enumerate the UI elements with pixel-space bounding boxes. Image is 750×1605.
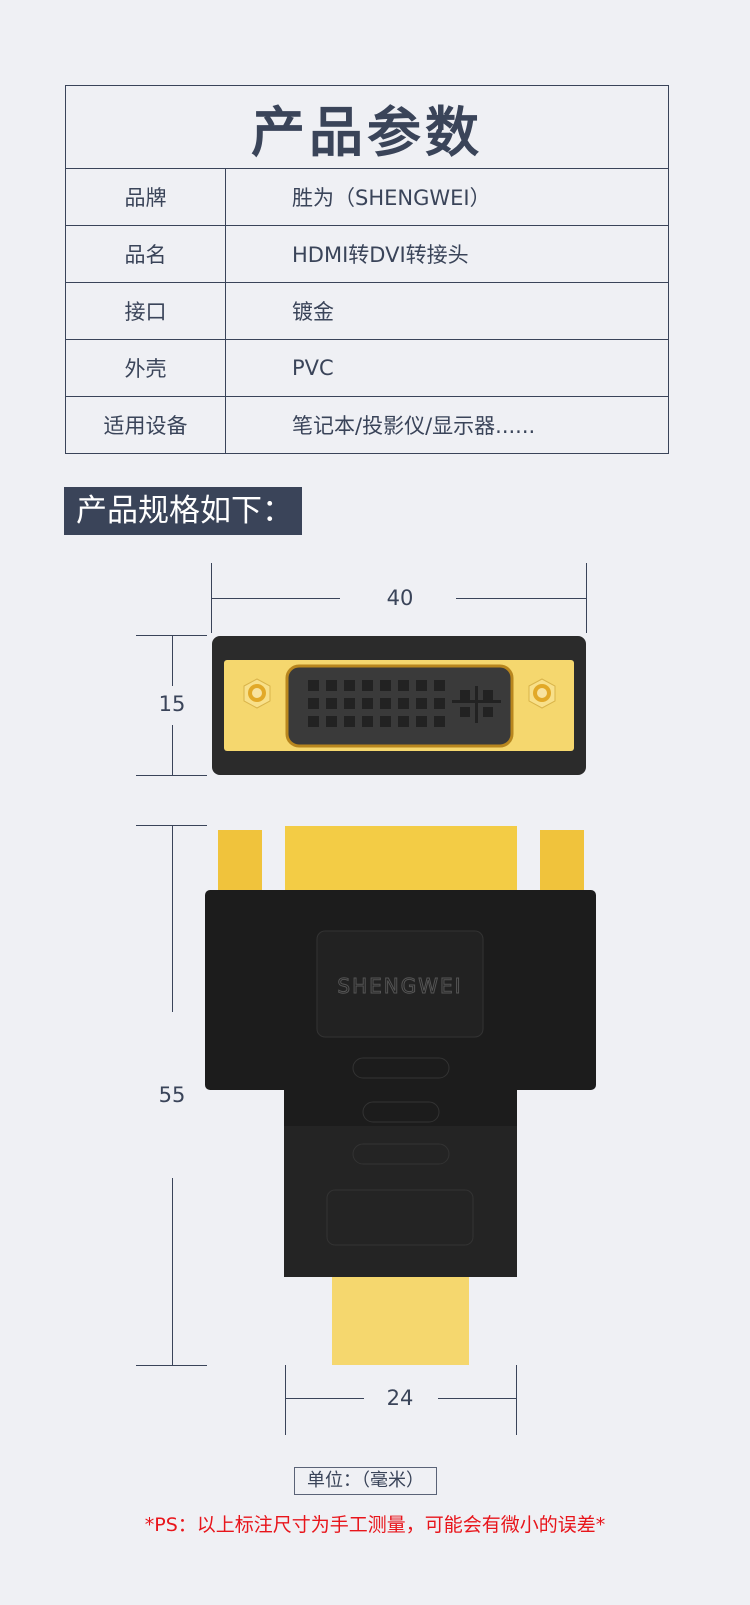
dimension-tick	[136, 825, 207, 826]
table-row: 适用设备笔记本/投影仪/显示器......	[65, 396, 669, 454]
dimension-line	[172, 725, 173, 775]
dim-width-top: 40	[386, 586, 414, 610]
dimension-tick	[136, 1365, 207, 1366]
measurement-note: *PS：以上标注尺寸为手工测量，可能会有微小的误差*	[144, 1514, 606, 1536]
row-value: PVC	[225, 339, 669, 397]
dimension-tick	[136, 775, 207, 776]
row-key: 接口	[65, 282, 226, 340]
dimension-tick	[586, 563, 587, 633]
brand-logo: SHENGWEI	[337, 974, 462, 998]
adapter-side-view-image: SHENGWEI	[205, 826, 596, 1365]
dimension-line	[456, 598, 586, 599]
dimension-tick	[516, 1365, 517, 1435]
row-value: 镀金	[225, 282, 669, 340]
dimension-tick	[136, 635, 207, 636]
spec-heading: 产品规格如下：	[64, 487, 302, 535]
unit-label: 单位：（毫米）	[294, 1467, 437, 1495]
row-key: 外壳	[65, 339, 226, 397]
dimension-tick	[285, 1365, 286, 1435]
table-row: 品牌胜为（SHENGWEI）	[65, 168, 669, 226]
dimension-tick	[211, 563, 212, 633]
row-value: HDMI转DVI转接头	[225, 225, 669, 283]
row-value: 胜为（SHENGWEI）	[225, 168, 669, 226]
dim-height-top: 15	[158, 692, 186, 716]
table-row: 接口镀金	[65, 282, 669, 340]
dim-width-bottom: 24	[386, 1386, 414, 1410]
dimension-line	[172, 826, 173, 1012]
row-value: 笔记本/投影仪/显示器......	[225, 396, 669, 454]
row-key: 适用设备	[65, 396, 226, 454]
dimension-line	[286, 1398, 364, 1399]
dimension-line	[172, 636, 173, 686]
row-key: 品名	[65, 225, 226, 283]
dim-height-side: 55	[158, 1083, 186, 1107]
dimension-line	[438, 1398, 516, 1399]
params-title: 产品参数	[65, 85, 669, 169]
dimension-line	[172, 1178, 173, 1365]
row-key: 品牌	[65, 168, 226, 226]
dvi-front-view-image	[212, 636, 586, 775]
dimension-line	[212, 598, 340, 599]
